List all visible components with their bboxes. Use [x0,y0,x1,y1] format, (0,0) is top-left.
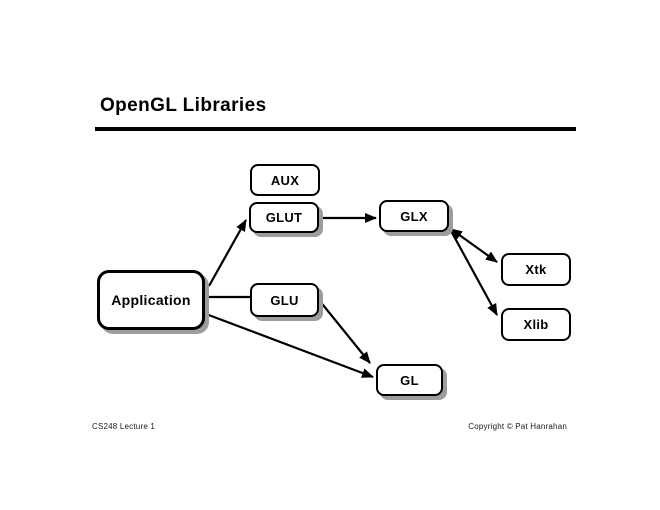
node-xtk-label: Xtk [525,262,547,277]
node-glut-label: GLUT [265,210,303,225]
node-glx: GLX [379,200,449,232]
node-xlib: Xlib [501,308,571,341]
node-aux-label: AUX [270,172,300,188]
node-glu: GLU [250,283,319,317]
page-title: OpenGL Libraries [100,95,267,116]
node-gl-label: GL [400,372,419,388]
node-xlib-label: Xlib [523,317,549,332]
node-glx-label: GLX [400,208,428,224]
node-glut: GLUT [249,202,319,233]
node-gl: GL [376,364,443,396]
footer-course-label: CS248 Lecture 1 [92,422,156,431]
node-application-label: Application [111,292,191,308]
edge-application-glut [208,219,247,287]
node-application: Application [97,270,205,330]
node-aux: AUX [250,164,320,196]
footer-copyright: Copyright © Pat Hanrahan [468,422,567,431]
node-xtk: Xtk [501,253,571,286]
edge-glu-gl [318,299,371,364]
node-glu-label: GLU [270,292,299,308]
title-underline [95,127,576,131]
edge-glx-xtk [450,228,498,263]
edge-application-gl [205,312,374,379]
edge-glx-xlib [449,228,498,316]
